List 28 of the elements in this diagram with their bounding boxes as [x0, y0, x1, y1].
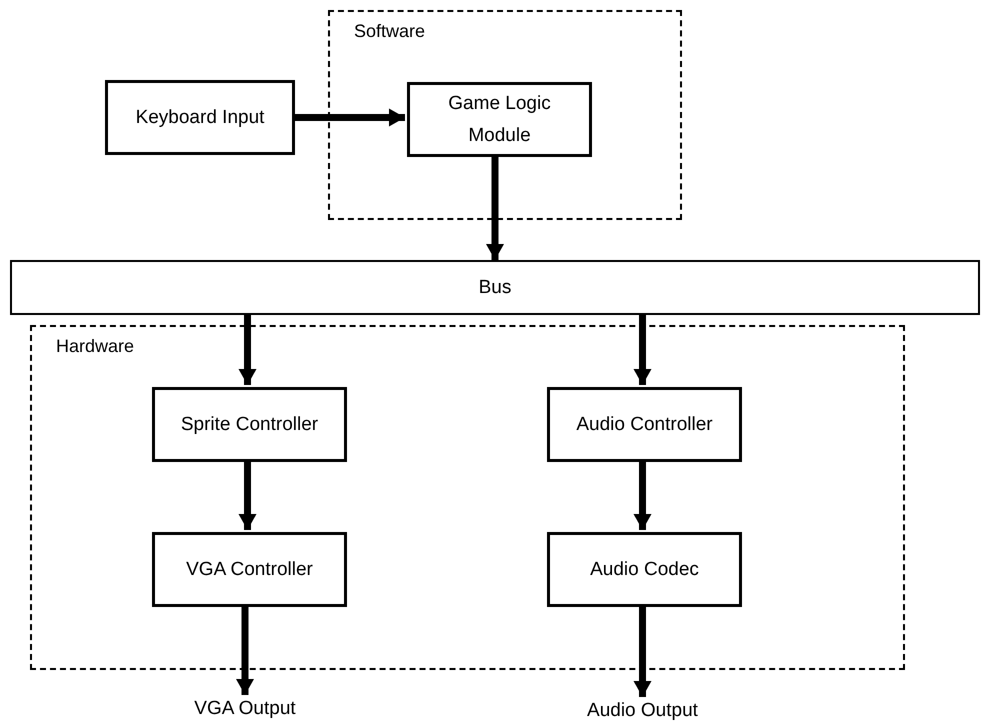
- box-label: Game Logic Module: [447, 92, 552, 148]
- group-heading: Hardware: [56, 335, 134, 358]
- dashed-group-box: [328, 10, 682, 220]
- process-box: [547, 532, 742, 607]
- process-box: [547, 387, 742, 462]
- arrow: [238, 460, 256, 530]
- box-label: Bus: [478, 276, 512, 300]
- bus-bar: [10, 260, 980, 315]
- arrow: [486, 155, 504, 260]
- output-label: Audio Output: [575, 697, 710, 723]
- arrow: [634, 460, 652, 530]
- box-label: Sprite Controller: [180, 412, 318, 436]
- dashed-group-box: [30, 325, 905, 670]
- process-box: [152, 387, 347, 462]
- arrow: [295, 108, 405, 126]
- box-label: VGA Controller: [186, 558, 313, 582]
- output-label: VGA Output: [180, 695, 310, 721]
- arrow: [634, 605, 652, 697]
- arrow: [238, 315, 256, 385]
- box-label: Audio Codec: [590, 558, 699, 582]
- box-label: Keyboard Input: [136, 106, 264, 130]
- process-box: [152, 532, 347, 607]
- arrow: [236, 605, 254, 695]
- process-box: [407, 82, 592, 157]
- box-label: Audio Controller: [576, 412, 713, 436]
- arrow: [634, 315, 652, 385]
- process-box: [105, 80, 295, 155]
- group-heading: Software: [354, 20, 426, 43]
